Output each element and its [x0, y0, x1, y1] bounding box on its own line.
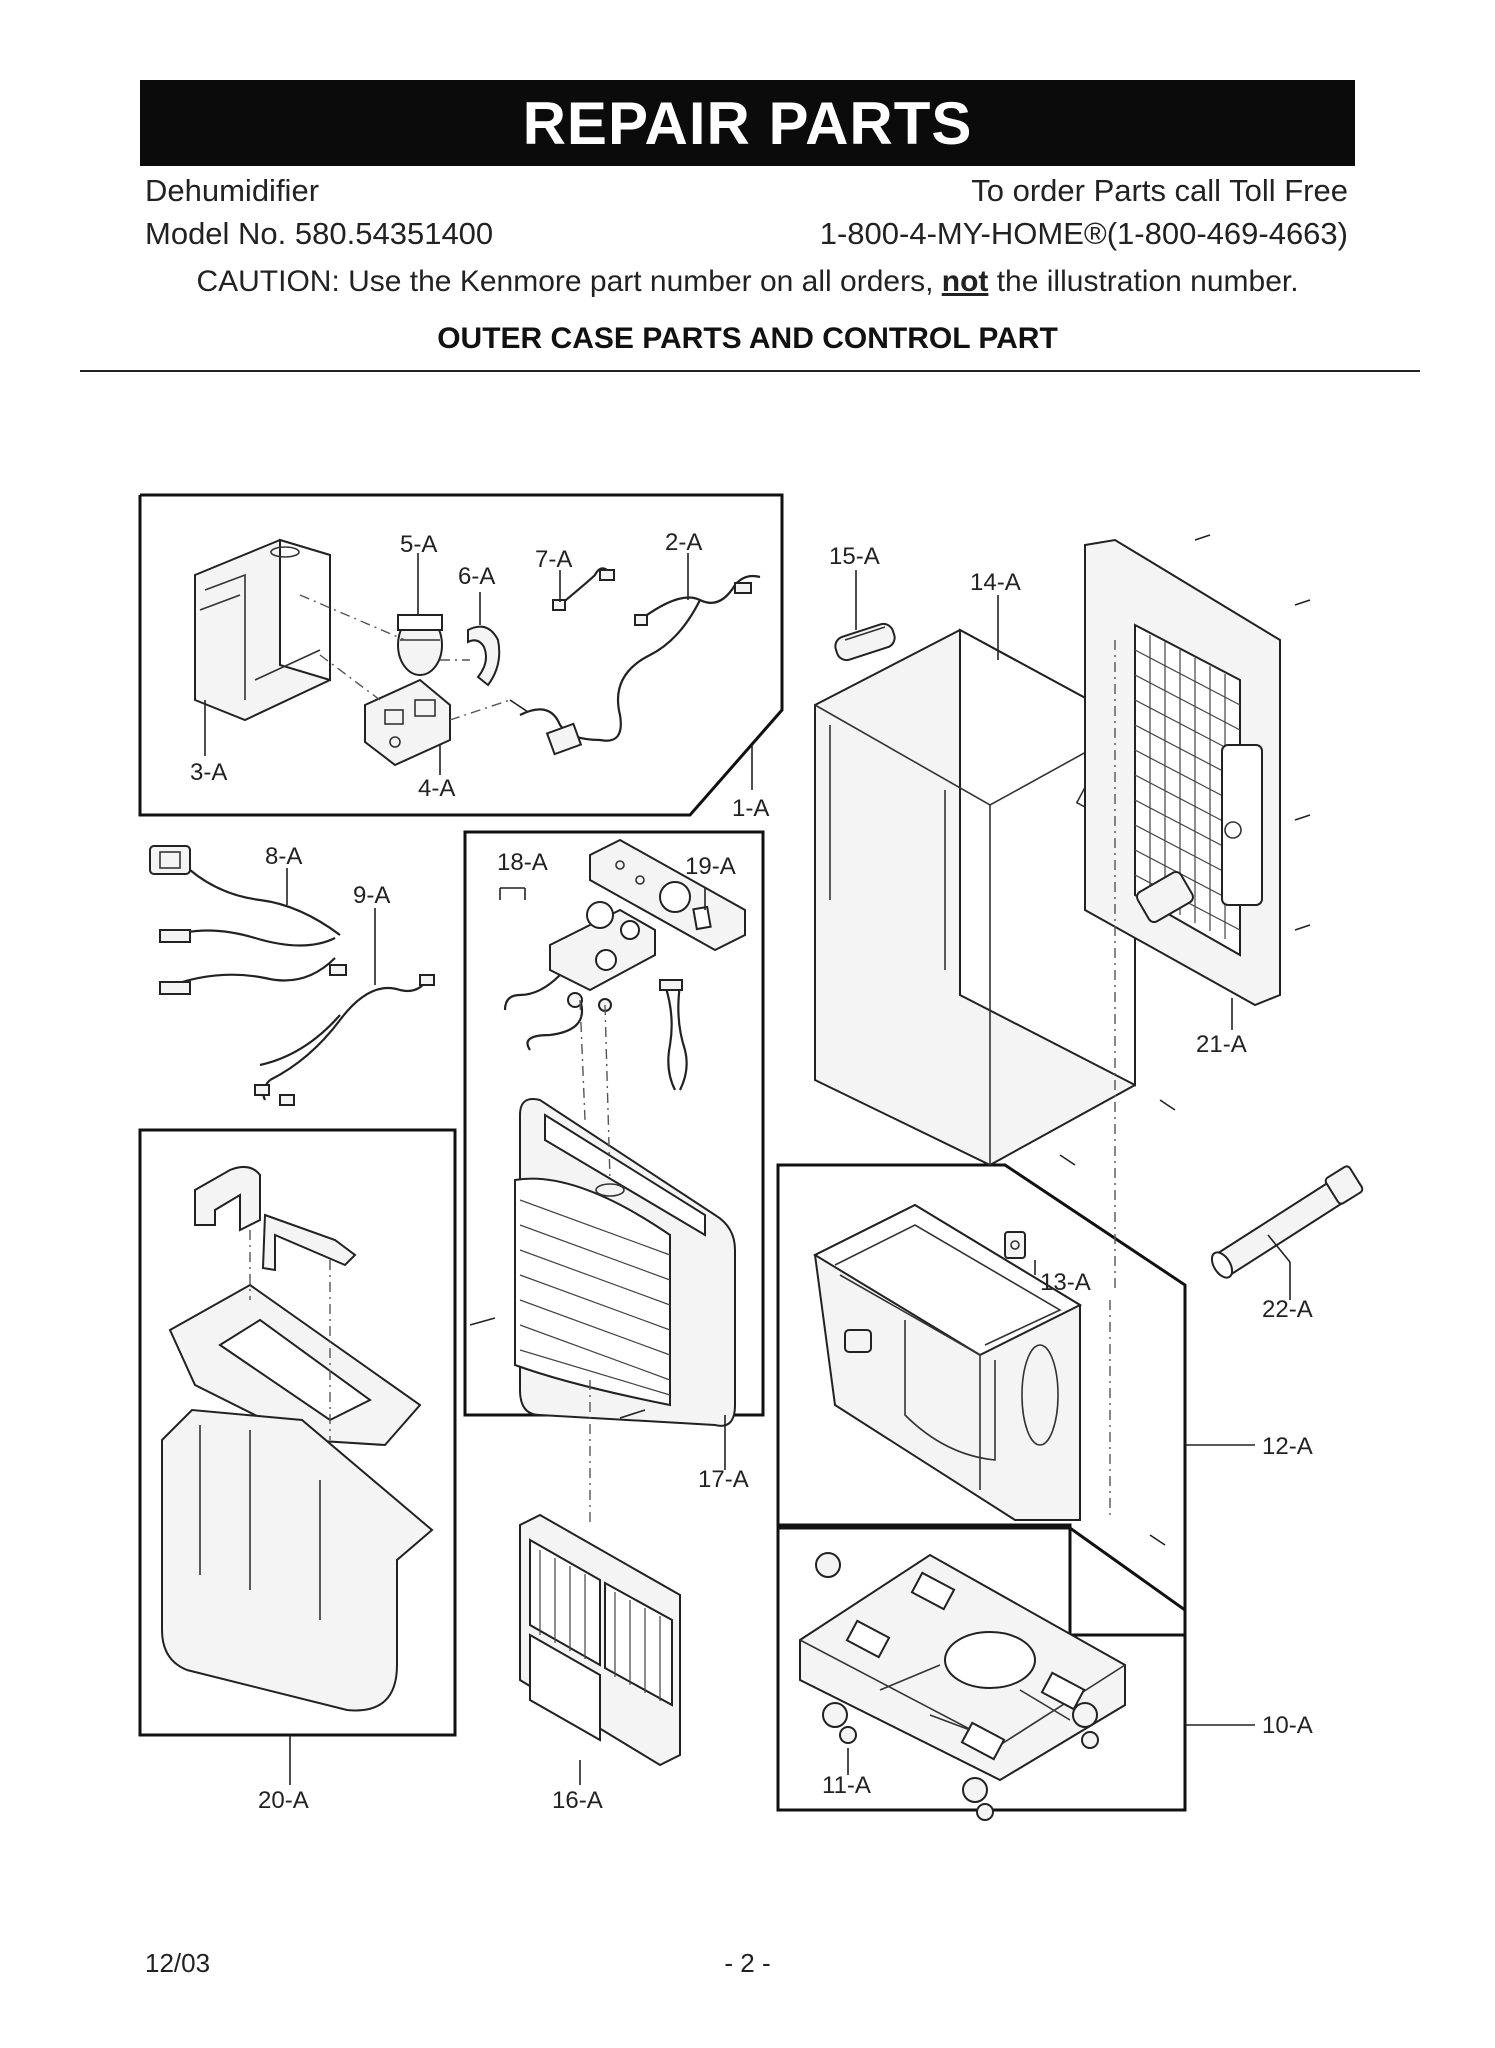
callout-18a: 18-A — [497, 849, 548, 876]
part-capacitor — [397, 614, 443, 676]
callout-4a: 4-A — [418, 775, 455, 802]
part-sensor-clip — [1004, 1231, 1026, 1259]
callout-7a: 7-A — [535, 546, 572, 573]
part-control-pcb — [364, 678, 451, 767]
box-water-bucket — [138, 1128, 457, 1737]
callout-13a: 13-A — [1040, 1269, 1091, 1296]
part-drain-pipe — [1210, 1165, 1364, 1279]
callout-10a: 10-A — [1262, 1712, 1313, 1739]
section-title: OUTER CASE PARTS AND CONTROL PART — [437, 322, 1058, 355]
callout-8a: 8-A — [265, 843, 302, 870]
caution-note: CAUTION: Use the Kenmore part number on … — [0, 265, 1495, 299]
callout-21a: 21-A — [1196, 1031, 1247, 1058]
callout-9a: 9-A — [353, 882, 390, 909]
callout-1a: 1-A — [732, 795, 769, 822]
callout-5a: 5-A — [400, 531, 437, 558]
callout-22a: 22-A — [1262, 1296, 1313, 1323]
part-control-assembly — [503, 901, 688, 1091]
caution-emphasis: not — [941, 265, 989, 298]
box-control-panel — [463, 830, 765, 1417]
order-instructions: To order Parts call Toll Free — [971, 173, 1348, 208]
part-float-switch — [149, 845, 347, 995]
callout-17a: 17-A — [698, 1466, 749, 1493]
part-wire-harness — [254, 974, 435, 1106]
callout-19a: 19-A — [685, 853, 736, 880]
callout-3a: 3-A — [190, 759, 227, 786]
callout-16a: 16-A — [552, 1787, 603, 1814]
box-electrical-parts — [138, 493, 784, 817]
part-capacitor-clamp — [467, 625, 501, 687]
revision-date: 12/03 — [145, 1948, 211, 1978]
part-internal-frame — [812, 1203, 1083, 1521]
product-name: Dehumidifier — [145, 173, 320, 208]
part-power-harness — [519, 574, 761, 756]
toll-free-phone: 1-800-4-MY-HOME®(1-800-469-4663) — [819, 216, 1348, 251]
callout-20a: 20-A — [258, 1787, 309, 1814]
callout-2a: 2-A — [665, 529, 702, 556]
box-base-frame — [776, 1163, 1187, 1637]
page-number: - 2 - — [724, 1948, 771, 1978]
part-control-box-housing — [194, 538, 331, 722]
part-rear-grille — [1084, 538, 1281, 1007]
callout-12a: 12-A — [1262, 1433, 1313, 1460]
part-jumper-wire — [552, 567, 615, 611]
part-base-pan — [799, 1553, 1126, 1782]
page-title-banner: REPAIR PARTS — [140, 80, 1355, 166]
part-air-filter — [519, 1513, 681, 1767]
part-water-bucket — [161, 1165, 434, 1712]
model-number: Model No. 580.54351400 — [145, 216, 494, 251]
header-divider — [80, 370, 1420, 372]
caution-text-start: CAUTION: Use the Kenmore part number on … — [196, 265, 942, 298]
box-base-pan — [776, 1526, 1187, 1812]
callout-14a: 14-A — [970, 569, 1021, 596]
callout-11a: 11-A — [822, 1772, 871, 1799]
part-front-panel — [514, 1098, 736, 1427]
caution-text-end: the illustration number. — [988, 265, 1299, 298]
part-control-panel-overlay — [589, 838, 746, 952]
part-casters — [815, 1552, 1099, 1821]
callout-6a: 6-A — [458, 563, 495, 590]
part-carry-handle — [834, 622, 896, 662]
callout-15a: 15-A — [829, 543, 880, 570]
